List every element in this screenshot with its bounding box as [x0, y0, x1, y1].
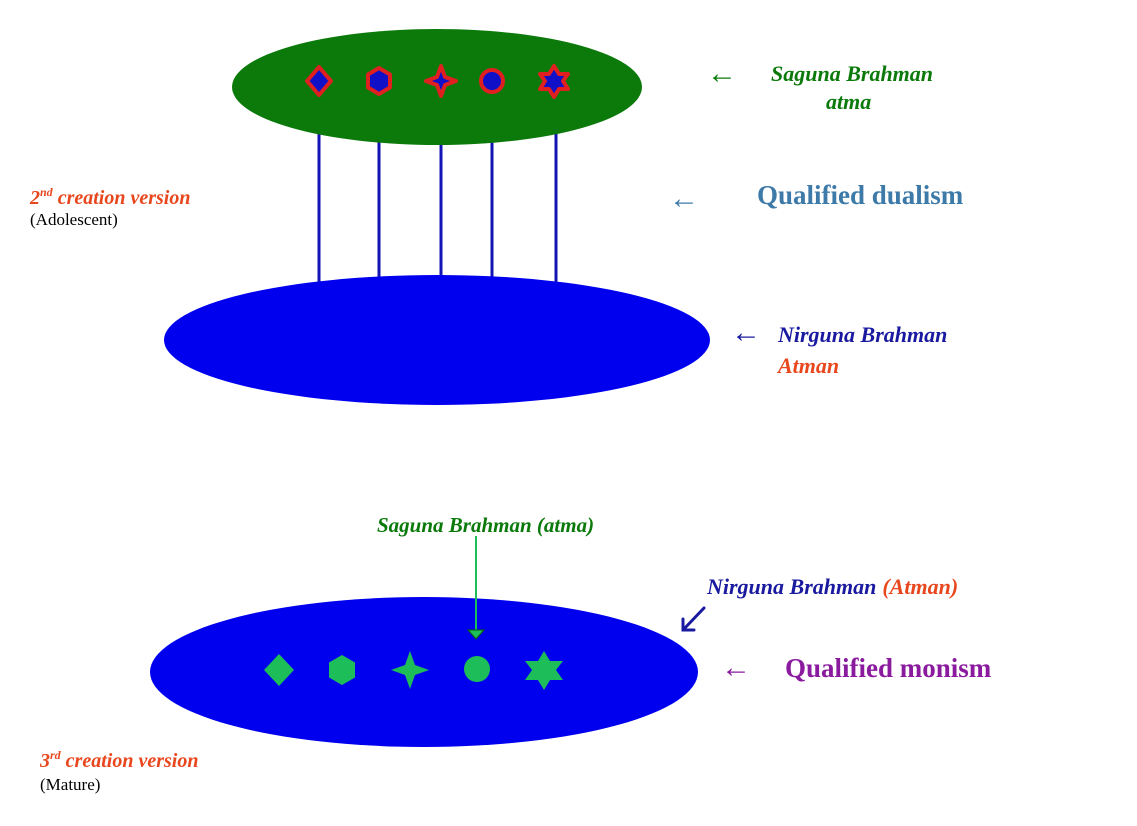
circle-shape [464, 656, 490, 682]
version-number: 2 [29, 187, 40, 209]
atman-text: (Atman) [882, 574, 958, 599]
qualified-dualism-label: Qualified dualism [757, 180, 964, 210]
third-creation-version-label: 3rd creation version [39, 748, 198, 772]
atma-label: atma [826, 89, 871, 114]
hexagon-shape [366, 66, 392, 96]
saguna-shapes [305, 64, 570, 99]
mature-label: (Mature) [40, 775, 100, 794]
nirguna-brahman-label-bottom: Nirguna Brahman(Atman) [706, 574, 958, 599]
diagonal-arrow-icon [681, 606, 706, 632]
diamond-shape [305, 65, 333, 97]
nirguna-brahman-ellipse-bottom [150, 597, 698, 747]
star4-shape [391, 651, 429, 689]
qualified-monism-label: Qualified monism [785, 653, 992, 683]
version-number: 3 [39, 750, 50, 772]
left-arrow-icon: ← [669, 182, 699, 215]
circle-shape [479, 68, 505, 94]
star6-shape [538, 64, 570, 99]
down-arrow-icon [466, 629, 486, 640]
nirguna-brahman-label: Nirguna Brahman [777, 322, 947, 347]
left-arrow-icon: ← [721, 651, 751, 684]
left-arrow-icon: ← [731, 316, 761, 349]
saguna-brahman-atma-label: Saguna Brahman (atma) [377, 513, 594, 537]
adolescent-label: (Adolescent) [30, 210, 118, 229]
version-suffix: rd [50, 748, 62, 762]
diamond-shape [264, 654, 294, 686]
saguna-shapes-bottom [264, 651, 563, 690]
star4-shape [424, 64, 458, 98]
left-arrow-icon: ← [707, 57, 737, 90]
nirguna-brahman-ellipse [164, 275, 710, 405]
saguna-brahman-label: Saguna Brahman [771, 61, 933, 86]
atman-label: Atman [776, 353, 839, 378]
hexagon-shape [329, 655, 355, 685]
second-creation-version-label: 2nd creation version [29, 185, 190, 209]
version-suffix: nd [40, 185, 54, 199]
version-text: creation version [61, 750, 199, 772]
version-text: creation version [53, 187, 191, 209]
star6-shape [525, 651, 563, 690]
nirguna-text: Nirguna Brahman [706, 574, 876, 599]
